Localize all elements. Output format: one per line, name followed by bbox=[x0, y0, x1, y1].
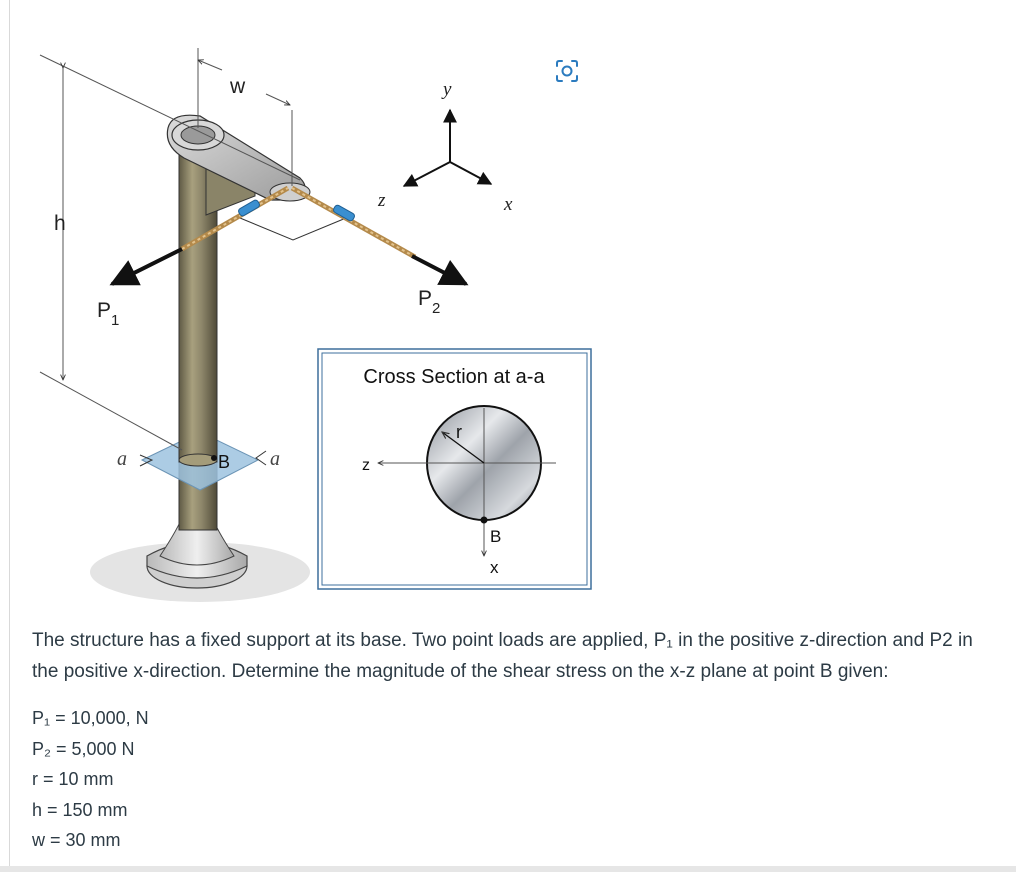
scan-icon-glyph bbox=[556, 60, 578, 82]
guide-lines bbox=[239, 217, 347, 241]
axis-x-arrow bbox=[449, 161, 493, 185]
bottom-bar bbox=[0, 866, 1016, 872]
w-dimension-right bbox=[265, 93, 290, 105]
point-b-label: B bbox=[218, 452, 230, 472]
rope-left-strand bbox=[181, 187, 289, 250]
load-arrow-p1 bbox=[109, 247, 183, 286]
inset-radius-label: r bbox=[456, 422, 462, 442]
h-label: h bbox=[54, 212, 66, 235]
a-label-right: a bbox=[270, 448, 280, 470]
given-p1: P₁ = 10,000, N bbox=[32, 708, 149, 728]
axis-z-label: z bbox=[377, 190, 386, 211]
given-h: h = 150 mm bbox=[32, 799, 128, 820]
rope-clip-left bbox=[238, 199, 260, 217]
w-label: w bbox=[229, 75, 246, 98]
given-values: P₁ = 10,000, N P₂ = 5,000 N r = 10 mm h … bbox=[32, 703, 149, 856]
inset-x-label: x bbox=[490, 558, 499, 577]
inset-b-label: B bbox=[490, 527, 501, 546]
h-extension-bottom bbox=[39, 371, 183, 451]
load-arrow-p2 bbox=[411, 254, 469, 286]
scan-icon[interactable] bbox=[553, 57, 581, 85]
inset-frame-inner bbox=[321, 352, 588, 586]
post-section-top bbox=[178, 453, 218, 467]
axis-y-label: y bbox=[441, 79, 452, 100]
post-top bbox=[180, 125, 216, 145]
a-marker-right bbox=[255, 450, 267, 466]
h-extension-top bbox=[39, 54, 301, 181]
problem-statement: The structure has a fixed support at its… bbox=[32, 630, 973, 682]
p2-label: P2 bbox=[418, 287, 440, 317]
p1-label: P1 bbox=[97, 299, 119, 329]
rope-clip-right bbox=[333, 204, 355, 222]
given-p2: P₂ = 5,000 N bbox=[32, 738, 135, 759]
a-marker-left bbox=[139, 454, 154, 467]
point-b-marker bbox=[211, 455, 217, 461]
left-border bbox=[9, 0, 10, 866]
structure-diagram: h w P1 P2 a a B y z x Cross Section at a… bbox=[39, 48, 592, 602]
w-dimension-left bbox=[198, 60, 223, 71]
rope-right bbox=[290, 185, 417, 260]
given-w: w = 30 mm bbox=[32, 830, 121, 850]
axis-x-label: x bbox=[503, 194, 513, 215]
inset-point-b bbox=[480, 516, 488, 524]
pulley bbox=[269, 182, 311, 202]
inset-z-label: z bbox=[362, 457, 370, 474]
a-label-left: a bbox=[117, 448, 127, 470]
inset-radius-line bbox=[442, 432, 485, 464]
inset-title: Cross Section at a-a bbox=[363, 366, 545, 388]
given-r: r = 10 mm bbox=[32, 769, 114, 789]
axis-z-arrow bbox=[402, 161, 451, 187]
